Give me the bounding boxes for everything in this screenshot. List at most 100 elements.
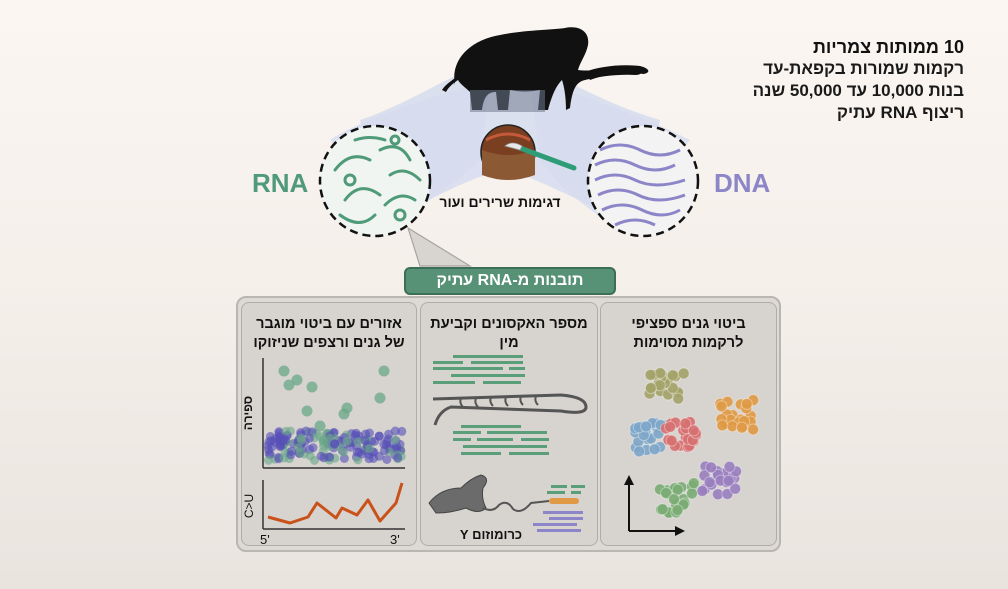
scatter-point bbox=[393, 453, 403, 463]
cluster-point bbox=[716, 419, 729, 432]
rna-sample-circle bbox=[318, 124, 432, 238]
y-chromosome-icon bbox=[428, 474, 487, 514]
rna-label: RNA bbox=[252, 168, 309, 198]
mammoth-legs-shadow bbox=[470, 90, 545, 112]
scatter-point bbox=[293, 443, 303, 453]
panel-expression-damage: אזורים עם ביטוי מוגבר של גנים ורצפים שני… bbox=[241, 302, 417, 547]
scatter-point bbox=[390, 435, 400, 445]
cluster-point bbox=[687, 477, 700, 490]
scatter-point bbox=[318, 438, 328, 448]
scatter-point bbox=[360, 436, 370, 446]
scatter-point bbox=[316, 451, 326, 461]
cluster-point bbox=[703, 476, 716, 489]
scatter-point bbox=[264, 455, 274, 465]
cu-label: C>U bbox=[242, 494, 256, 518]
cluster-point bbox=[729, 482, 742, 495]
cluster-point bbox=[644, 368, 657, 381]
cluster-point bbox=[648, 443, 661, 456]
scatter-point bbox=[342, 436, 352, 446]
mammoth-icon bbox=[442, 27, 649, 111]
tissue-clusters bbox=[629, 367, 760, 519]
scatter-point bbox=[281, 426, 291, 436]
cluster-point bbox=[685, 487, 698, 500]
cluster-point bbox=[666, 369, 679, 382]
dna-sample-circle bbox=[586, 124, 700, 238]
header-line: רקמות שמורות בקפאת-עד bbox=[763, 59, 964, 78]
header-title: 10 ממותות צמריות bbox=[812, 37, 964, 57]
scatter-point bbox=[339, 447, 349, 457]
scatter-point bbox=[265, 431, 275, 441]
outlier-point bbox=[378, 365, 390, 377]
scatter-point bbox=[296, 435, 306, 445]
scatter-point bbox=[305, 451, 315, 461]
cluster-point bbox=[722, 474, 735, 487]
scatter-points bbox=[263, 365, 407, 465]
cluster-point bbox=[660, 486, 673, 499]
outlier-point bbox=[341, 402, 353, 414]
panel-title: ביטוי גנים ספציפי bbox=[631, 316, 746, 332]
cluster-point bbox=[640, 420, 653, 433]
insights-banner: תובנות מ-RNA עתיק bbox=[404, 267, 616, 295]
cluster-point bbox=[654, 367, 667, 380]
header-line: ריצוף RNA עתיק bbox=[836, 103, 964, 122]
cluster-point bbox=[671, 504, 684, 517]
scatter-point bbox=[382, 454, 392, 464]
scatter-point bbox=[397, 426, 407, 436]
scatter-point bbox=[280, 436, 290, 446]
x-arrow-head bbox=[675, 526, 685, 536]
scatter-point bbox=[325, 452, 335, 462]
scatter-point bbox=[382, 436, 392, 446]
cluster-point bbox=[715, 400, 728, 413]
x-end-label: 3' bbox=[390, 532, 400, 547]
cluster-point bbox=[668, 493, 681, 506]
cluster-point bbox=[735, 421, 748, 434]
cluster-point bbox=[723, 460, 736, 473]
scatter-point bbox=[390, 426, 400, 436]
panel-title: אזורים עם ביטוי מוגבר bbox=[256, 316, 402, 332]
scatter-point bbox=[365, 443, 375, 453]
cluster-point bbox=[672, 392, 685, 405]
cluster-point bbox=[664, 420, 677, 433]
panel-title: מספר האקסונים וקביעת מין bbox=[430, 316, 588, 351]
scatter-point bbox=[352, 447, 362, 457]
y-chromosome-caption: כרומוזום Y bbox=[460, 527, 522, 542]
outlier-point bbox=[314, 420, 326, 432]
y-reads bbox=[533, 511, 583, 532]
x-start-label: 5' bbox=[260, 532, 270, 547]
cluster-point bbox=[656, 503, 669, 516]
damage-plot: ספירה C>U 5' 3' bbox=[241, 358, 407, 547]
scatter-point bbox=[353, 437, 363, 447]
sample-label: דגימות שרירים ועור bbox=[439, 194, 561, 210]
panel-title: לרקמות מסוימות bbox=[633, 335, 744, 351]
cluster-point bbox=[677, 367, 690, 380]
exon-reads-bottom bbox=[453, 425, 549, 455]
cluster-point bbox=[644, 382, 657, 395]
scatter-point bbox=[370, 436, 380, 446]
outlier-point bbox=[283, 379, 295, 391]
cluster-point bbox=[633, 445, 646, 458]
cu-line bbox=[267, 482, 404, 525]
scatter-point bbox=[364, 454, 374, 464]
panel-title: של גנים ורצפים שניזוקו bbox=[253, 335, 405, 351]
cluster-point bbox=[747, 423, 760, 436]
outlier-point bbox=[278, 365, 290, 377]
exon-reads-top bbox=[433, 355, 525, 384]
scatter-point bbox=[330, 439, 340, 449]
cluster-point bbox=[679, 417, 692, 430]
y-axis-label: ספירה bbox=[241, 396, 255, 430]
cluster-point bbox=[687, 424, 700, 437]
callout-pointer bbox=[406, 226, 473, 267]
cluster-point bbox=[705, 461, 718, 474]
header-block: 10 ממותות צמריות רקמות שמורות בקפאת-עד ב… bbox=[753, 36, 964, 124]
scalpel-icon bbox=[504, 142, 577, 171]
y-arrow-head bbox=[624, 475, 634, 485]
outlier-point bbox=[306, 381, 318, 393]
scatter-point bbox=[364, 428, 374, 438]
cluster-point bbox=[671, 483, 684, 496]
transcript-thread bbox=[482, 500, 550, 512]
exon-illustration: כרומוזום Y bbox=[428, 355, 588, 542]
header-line: בנות 10,000 עד 50,000 שנה bbox=[752, 81, 964, 100]
cluster-point bbox=[721, 487, 734, 500]
outlier-point bbox=[301, 405, 313, 417]
